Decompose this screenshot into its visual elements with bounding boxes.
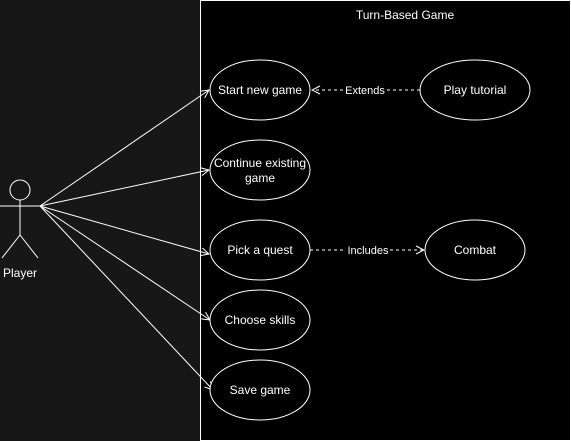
use-case-label: Pick a quest [227,243,293,257]
extends-label: Extends [345,85,385,97]
includes-label: Includes [348,245,389,257]
use-case-label-line1: Continue existing [214,156,306,170]
association-start [39,90,209,207]
use-case-ellipse [424,219,526,281]
association-save [39,205,213,390]
actor-left-leg [1,234,21,259]
use-case-choose-skills[interactable]: Choose skills [209,289,311,351]
use-case-start-new-game[interactable]: Start new game [209,59,311,121]
use-case-label-line2: game [245,171,275,185]
use-case-ellipse [419,59,531,121]
use-case-label: Save game [230,383,291,397]
use-case-ellipse [209,59,311,121]
actor-player[interactable]: Player [0,179,40,280]
use-case-label: Choose skills [225,313,296,327]
use-case-label: Combat [454,243,497,257]
use-case-continue-existing-game[interactable]: Continue existing game [209,139,311,201]
association-skills [39,205,210,320]
association-continue [39,170,209,207]
use-case-ellipse [209,219,311,281]
use-case-pick-a-quest[interactable]: Pick a quest [209,219,311,281]
actor-head [9,179,31,201]
use-case-label: Start new game [218,83,302,97]
use-case-ellipse [209,139,311,201]
actor-label: Player [3,266,37,280]
use-case-combat[interactable]: Combat [424,219,526,281]
use-case-label: Play tutorial [444,83,507,97]
use-case-save-game[interactable]: Save game [209,359,311,421]
use-case-ellipse [209,289,311,351]
actor-right-leg [19,234,39,259]
use-case-ellipse [209,359,311,421]
association-quest [39,205,209,254]
use-case-play-tutorial[interactable]: Play tutorial [419,59,531,121]
system-title: Turn-Based Game [356,8,455,22]
